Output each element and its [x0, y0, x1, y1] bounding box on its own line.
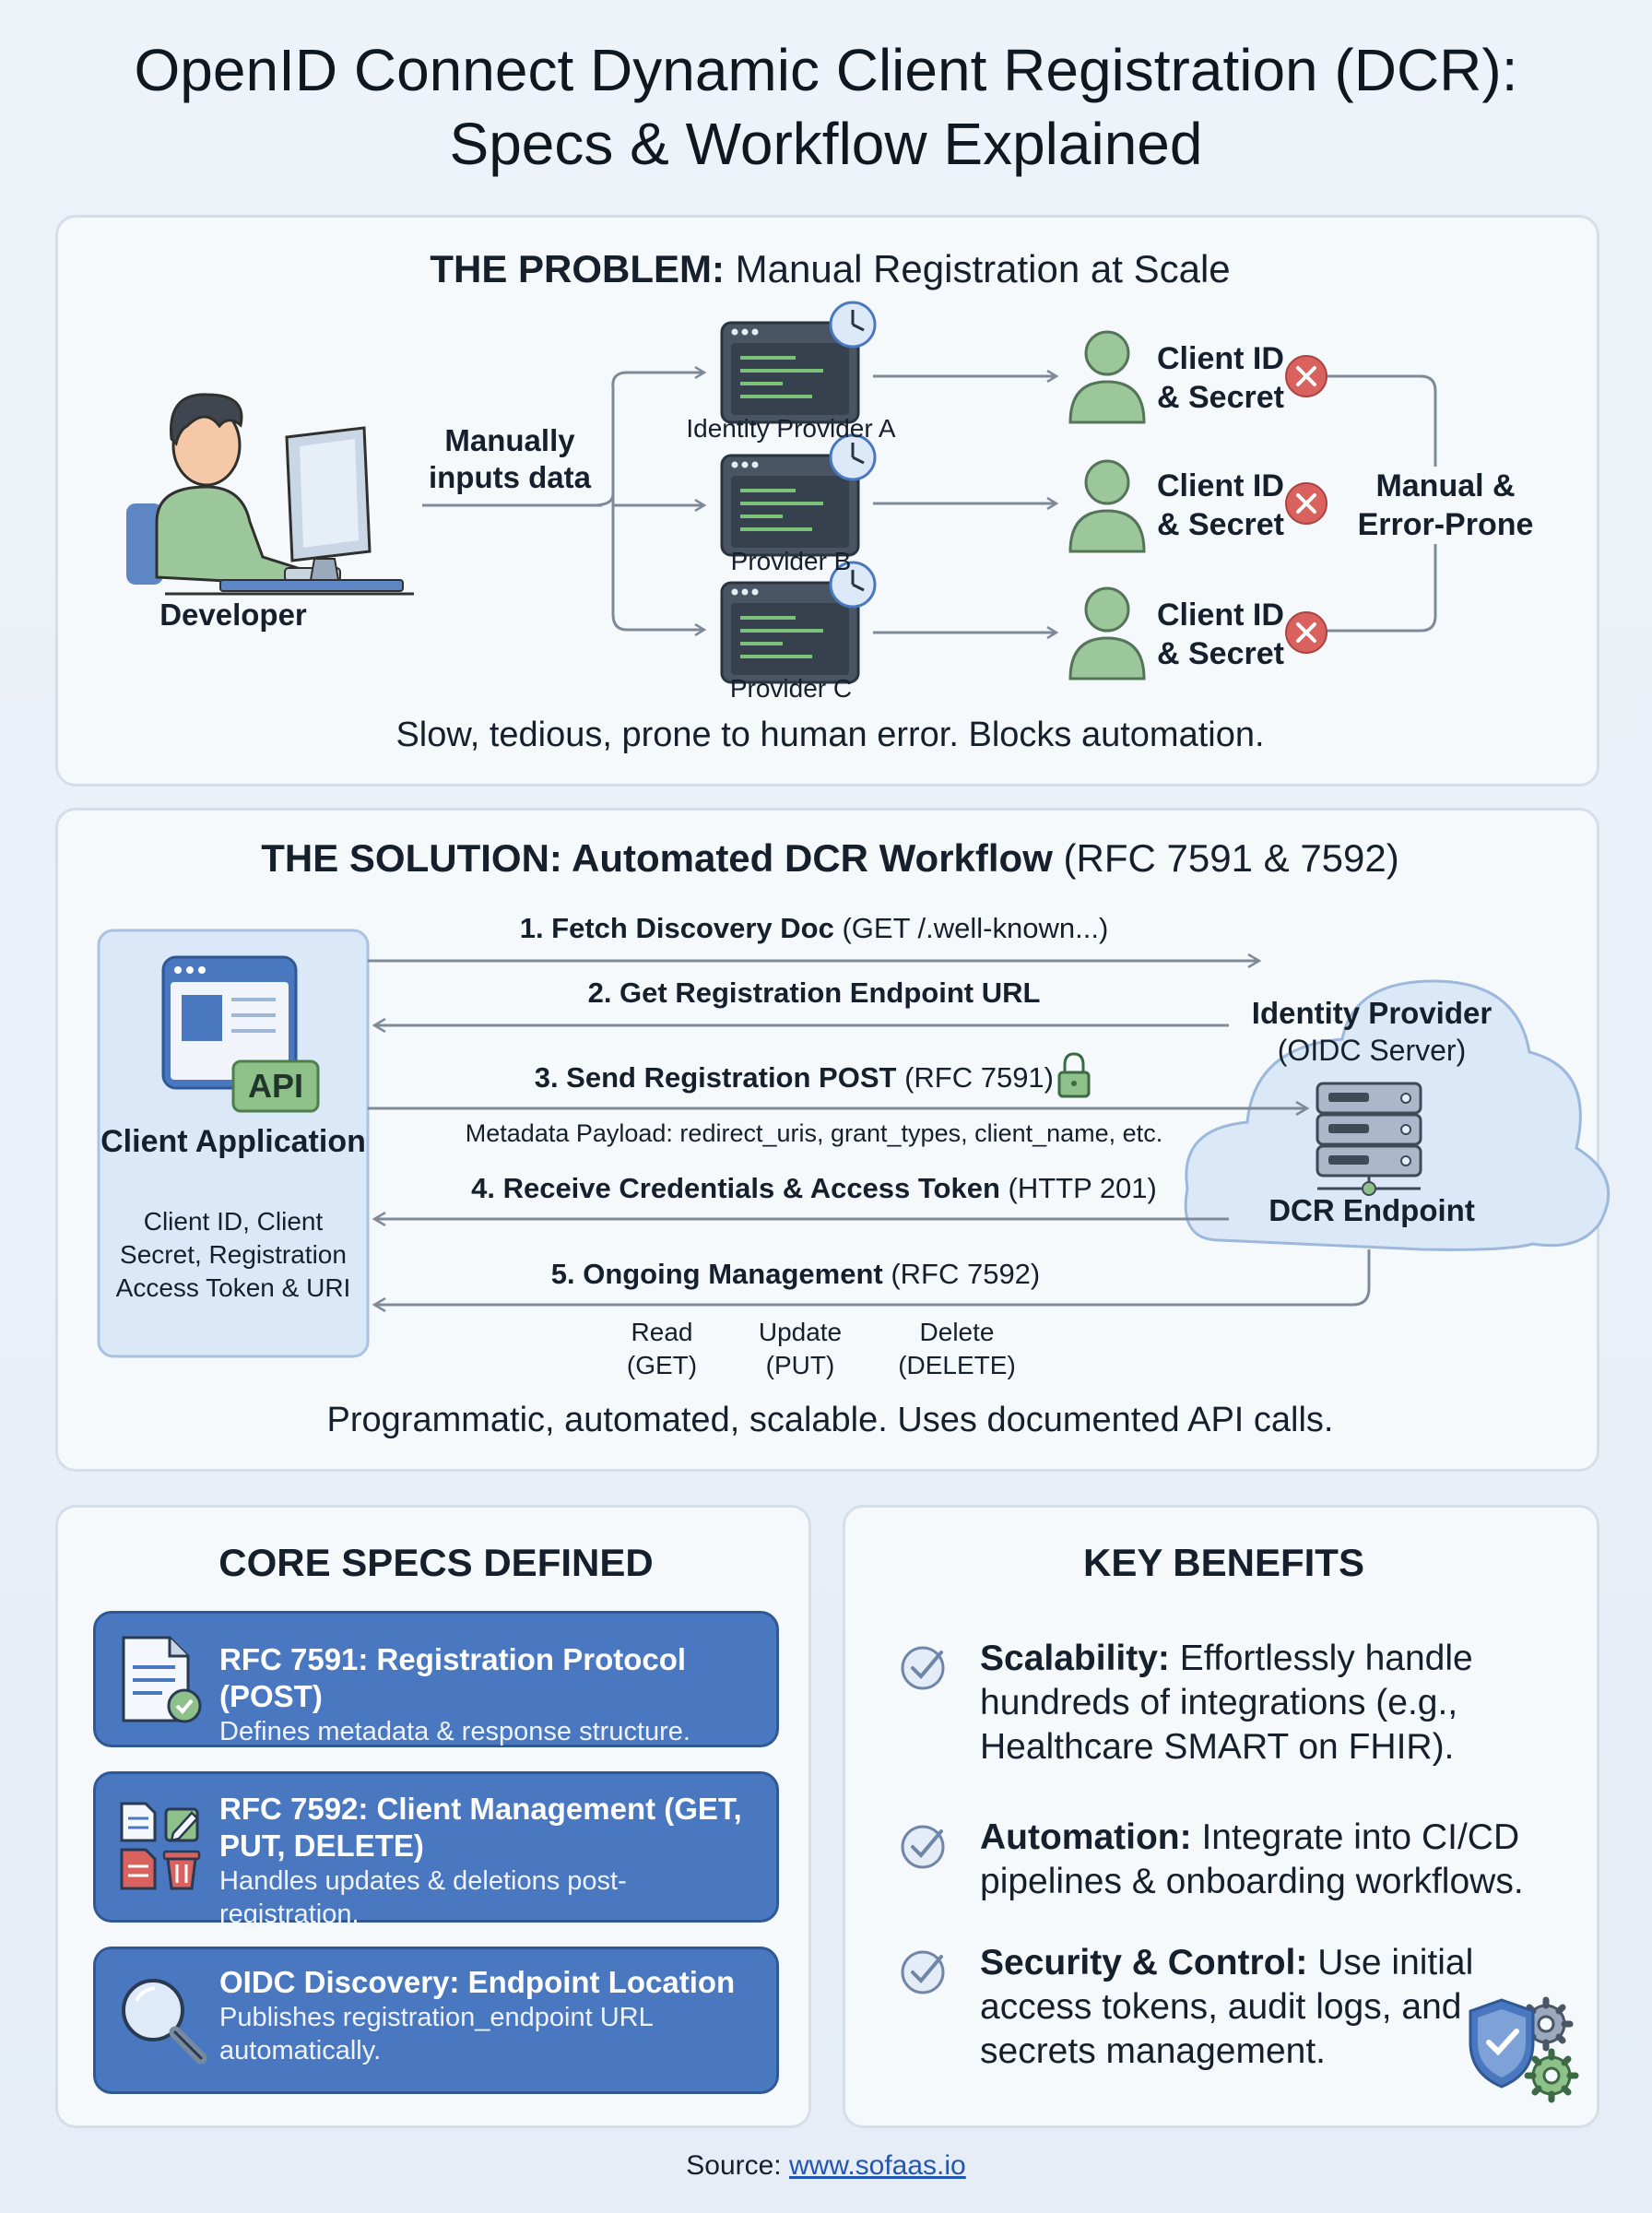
- credential-label-b: Client ID & Secret: [1157, 468, 1284, 542]
- api-badge: [231, 1059, 320, 1113]
- spec-desc-rfc7591: Defines metadata & response structure.: [219, 1717, 690, 1746]
- solution-heading: THE SOLUTION: Automated DCR Workflow (RF…: [261, 836, 1399, 880]
- core-specs-panel: CORE SPECS DEFINED RFC 7591: Registratio…: [55, 1505, 811, 2128]
- title-line-1: OpenID Connect Dynamic Client Registrati…: [134, 37, 1518, 103]
- operation-read: Read(GET): [626, 1318, 698, 1379]
- operation-delete: Delete(DELETE): [898, 1318, 1016, 1379]
- spec-title-oidc-discovery: OIDC Discovery: Endpoint Location: [219, 1965, 736, 1999]
- edit-delete-icon: [120, 1802, 201, 1890]
- spec-card-rfc7592: RFC 7592: Client Management (GET, PUT, D…: [93, 1771, 779, 1929]
- provider-label-b: Provider B: [730, 547, 852, 575]
- core-specs-heading: CORE SPECS DEFINED: [218, 1541, 654, 1584]
- developer-label: Developer: [159, 598, 307, 632]
- step-2-label: 2. Get Registration Endpoint URL: [587, 976, 1041, 1009]
- step-4-label: 4. Receive Credentials & Access Token (H…: [471, 1172, 1157, 1204]
- operation-update: Update(PUT): [758, 1318, 843, 1379]
- source-label: Source:: [686, 2150, 789, 2181]
- check-circle-icon: [901, 1646, 945, 1690]
- shield-gear-icon: [1469, 1996, 1579, 2103]
- problem-panel: THE PROBLEM: Manual Registration at Scal…: [55, 215, 1599, 787]
- identity-provider-subtitle: (OIDC Server): [1277, 1034, 1467, 1067]
- user-icon-b: [1068, 459, 1146, 553]
- spec-title-rfc7591: RFC 7591: Registration Protocol (POST): [219, 1642, 687, 1713]
- spec-card-oidc-discovery: OIDC Discovery: Endpoint Location Publis…: [93, 1947, 779, 2094]
- step-1-label: 1. Fetch Discovery Doc (GET /.well-known…: [519, 912, 1109, 944]
- document-check-icon: [122, 1636, 202, 1723]
- provider-label-a: Identity Provider A: [686, 414, 896, 443]
- check-circle-icon: [901, 1825, 945, 1869]
- manual-error-label: Manual & Error-Prone: [1339, 467, 1552, 544]
- dcr-endpoint-label: DCR Endpoint: [1268, 1193, 1475, 1227]
- solution-caption: Programmatic, automated, scalable. Uses …: [326, 1401, 1334, 1439]
- client-application-details: Client ID, Client Secret, Registration A…: [115, 1207, 351, 1302]
- solution-diagram: [97, 929, 1611, 1358]
- spec-desc-rfc7592: Handles updates & deletions post-registr…: [219, 1866, 627, 1929]
- error-x-icon-a: [1285, 355, 1328, 397]
- credential-label-c: Client ID & Secret: [1157, 598, 1284, 671]
- client-application-title: Client Application: [100, 1124, 366, 1159]
- problem-heading: THE PROBLEM: Manual Registration at Scal…: [430, 247, 1231, 290]
- spec-title-rfc7592: RFC 7592: Client Management (GET, PUT, D…: [219, 1792, 742, 1863]
- provider-label-c: Provider C: [729, 674, 853, 703]
- benefit-text-scalability: Scalability: Effortlessly handle hundred…: [980, 1639, 1473, 1767]
- provider-console-icon-b: [720, 433, 877, 557]
- magnifier-icon: [122, 1979, 207, 2065]
- benefit-text-security: Security & Control: Use initial access t…: [980, 1943, 1474, 2071]
- lock-icon: [1057, 1052, 1091, 1098]
- user-icon-c: [1068, 586, 1146, 680]
- spec-card-rfc7591: RFC 7591: Registration Protocol (POST) D…: [93, 1611, 779, 1747]
- spec-desc-oidc-discovery: Publishes registration_endpoint URL auto…: [219, 2003, 653, 2065]
- benefit-text-automation: Automation: Integrate into CI/CD pipelin…: [980, 1817, 1524, 1901]
- error-x-icon-c: [1285, 611, 1328, 654]
- benefit-automation: Automation: Integrate into CI/CD pipelin…: [897, 1816, 1561, 1908]
- problem-diagram: [126, 301, 1437, 684]
- step-5-label: 5. Ongoing Management (RFC 7592): [550, 1258, 1041, 1290]
- identity-provider-title: Identity Provider: [1251, 996, 1493, 1030]
- source-link[interactable]: www.sofaas.io: [788, 2150, 966, 2181]
- title-line-2: Specs & Workflow Explained: [449, 111, 1203, 177]
- metadata-payload-note: Metadata Payload: redirect_uris, grant_t…: [465, 1119, 1163, 1147]
- error-x-icon-b: [1285, 482, 1328, 525]
- credential-label-a: Client ID & Secret: [1157, 341, 1284, 415]
- client-app-window-icon: [161, 955, 298, 1090]
- user-icon-a: [1068, 330, 1146, 424]
- benefit-scalability: Scalability: Effortlessly handle hundred…: [897, 1637, 1561, 1775]
- provider-console-icon-a: [720, 301, 877, 424]
- page-title: OpenID Connect Dynamic Client Registrati…: [0, 33, 1652, 181]
- problem-caption: Slow, tedious, prone to human error. Blo…: [395, 716, 1265, 754]
- check-circle-icon: [901, 1950, 945, 1994]
- step-3-label: 3. Send Registration POST (RFC 7591): [534, 1061, 1054, 1094]
- key-benefits-panel: KEY BENEFITS Scalability: Effortlessly h…: [843, 1505, 1599, 2128]
- manual-input-label: Manually inputs data: [428, 423, 591, 494]
- benefit-security: Security & Control: Use initial access t…: [897, 1941, 1561, 2079]
- provider-console-icon-c: [720, 561, 877, 684]
- solution-panel: THE SOLUTION: Automated DCR Workflow (RF…: [55, 808, 1611, 1472]
- developer-icon: [126, 393, 414, 596]
- server-stack-icon: [1316, 1082, 1422, 1196]
- source-credit: Source: www.sofaas.io: [0, 2150, 1652, 2182]
- api-badge-label: API: [247, 1067, 303, 1105]
- key-benefits-heading: KEY BENEFITS: [1083, 1541, 1364, 1584]
